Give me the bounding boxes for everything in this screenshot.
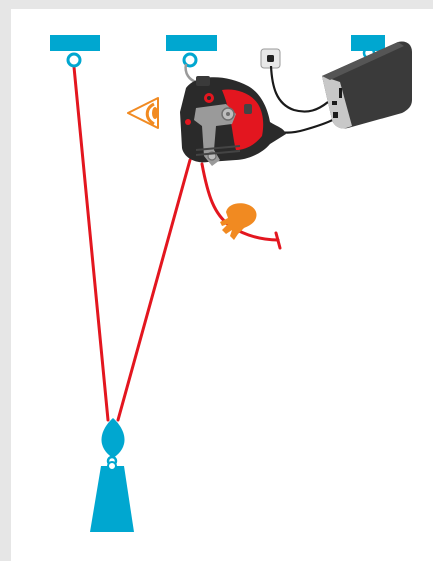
pulley-icon [101, 418, 125, 467]
weight-icon [90, 461, 134, 532]
rope-end-marker [274, 231, 282, 250]
rope-right [116, 158, 192, 422]
anchor-plate-icon [50, 35, 100, 68]
hand-icon [220, 203, 257, 240]
charger-cable [269, 65, 329, 113]
power-bank-icon [322, 41, 412, 129]
eye-icon [127, 97, 159, 129]
motorized-ascender-icon [180, 63, 286, 166]
rope-left [72, 65, 110, 422]
anchor-plate-icon [166, 35, 217, 68]
wall-outlet-icon [260, 48, 281, 69]
